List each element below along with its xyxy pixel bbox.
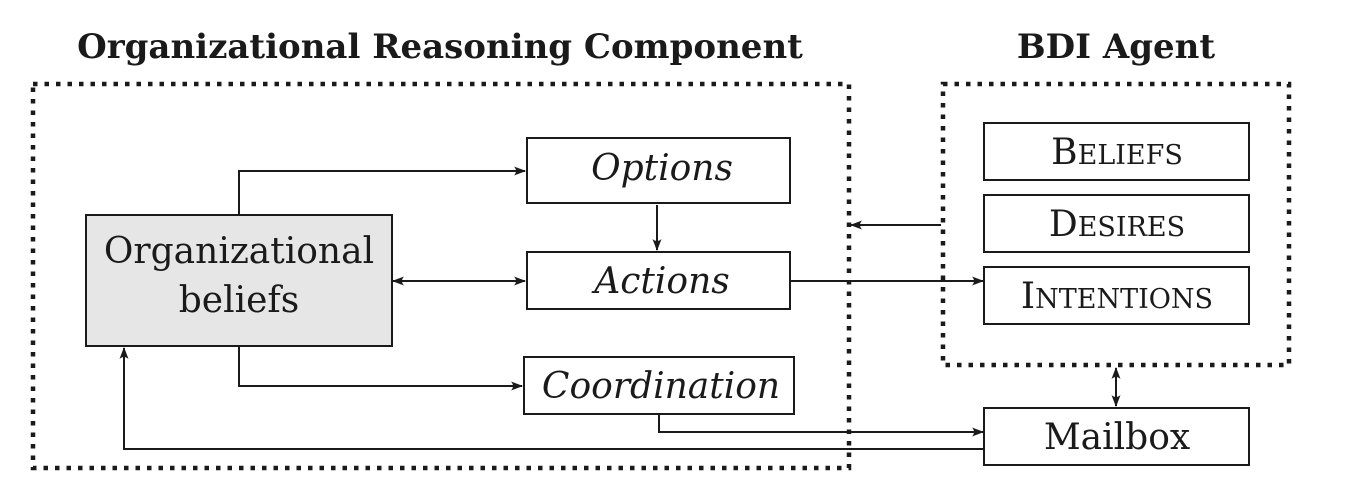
desires-label-rest: ESIRES — [1078, 212, 1185, 243]
org-beliefs-line2: beliefs — [179, 280, 299, 321]
org-beliefs-line1: Organizational — [104, 231, 374, 272]
beliefs-node: BELIEFS — [983, 122, 1250, 181]
edge-beliefs-to-options — [238, 166, 526, 215]
coordination-node: Coordination — [523, 356, 795, 415]
org-beliefs-node: Organizational beliefs — [85, 214, 393, 347]
intentions-label-rest: NTENTIONS — [1035, 284, 1213, 315]
edge-coordination-to-mailbox — [658, 415, 984, 437]
options-node: Options — [526, 137, 791, 204]
actions-node: Actions — [526, 251, 791, 310]
bdi-agent-region — [940, 81, 1292, 368]
beliefs-label: BELIEFS — [1051, 132, 1183, 173]
options-label: Options — [591, 148, 733, 189]
edge-mailbox-to-beliefs — [119, 347, 983, 450]
mailbox-label: Mailbox — [1044, 417, 1190, 458]
edge-beliefs-to-coordination — [238, 346, 523, 391]
desires-label: DESIRES — [1049, 204, 1185, 245]
mailbox-node: Mailbox — [983, 407, 1250, 466]
coordination-label: Coordination — [542, 366, 780, 407]
beliefs-label-rest: ELIEFS — [1078, 140, 1183, 171]
desires-label-initial: D — [1049, 204, 1078, 245]
bdi-agent-title: BDI Agent — [1017, 27, 1215, 67]
intentions-label: INTENTIONS — [1021, 276, 1213, 317]
intentions-node: INTENTIONS — [983, 266, 1250, 325]
org-component-title: Organizational Reasoning Component — [77, 27, 803, 67]
desires-node: DESIRES — [983, 194, 1250, 253]
actions-label: Actions — [591, 261, 729, 302]
org-component-region — [30, 81, 852, 471]
beliefs-label-initial: B — [1051, 132, 1077, 173]
intentions-label-initial: I — [1021, 276, 1035, 317]
